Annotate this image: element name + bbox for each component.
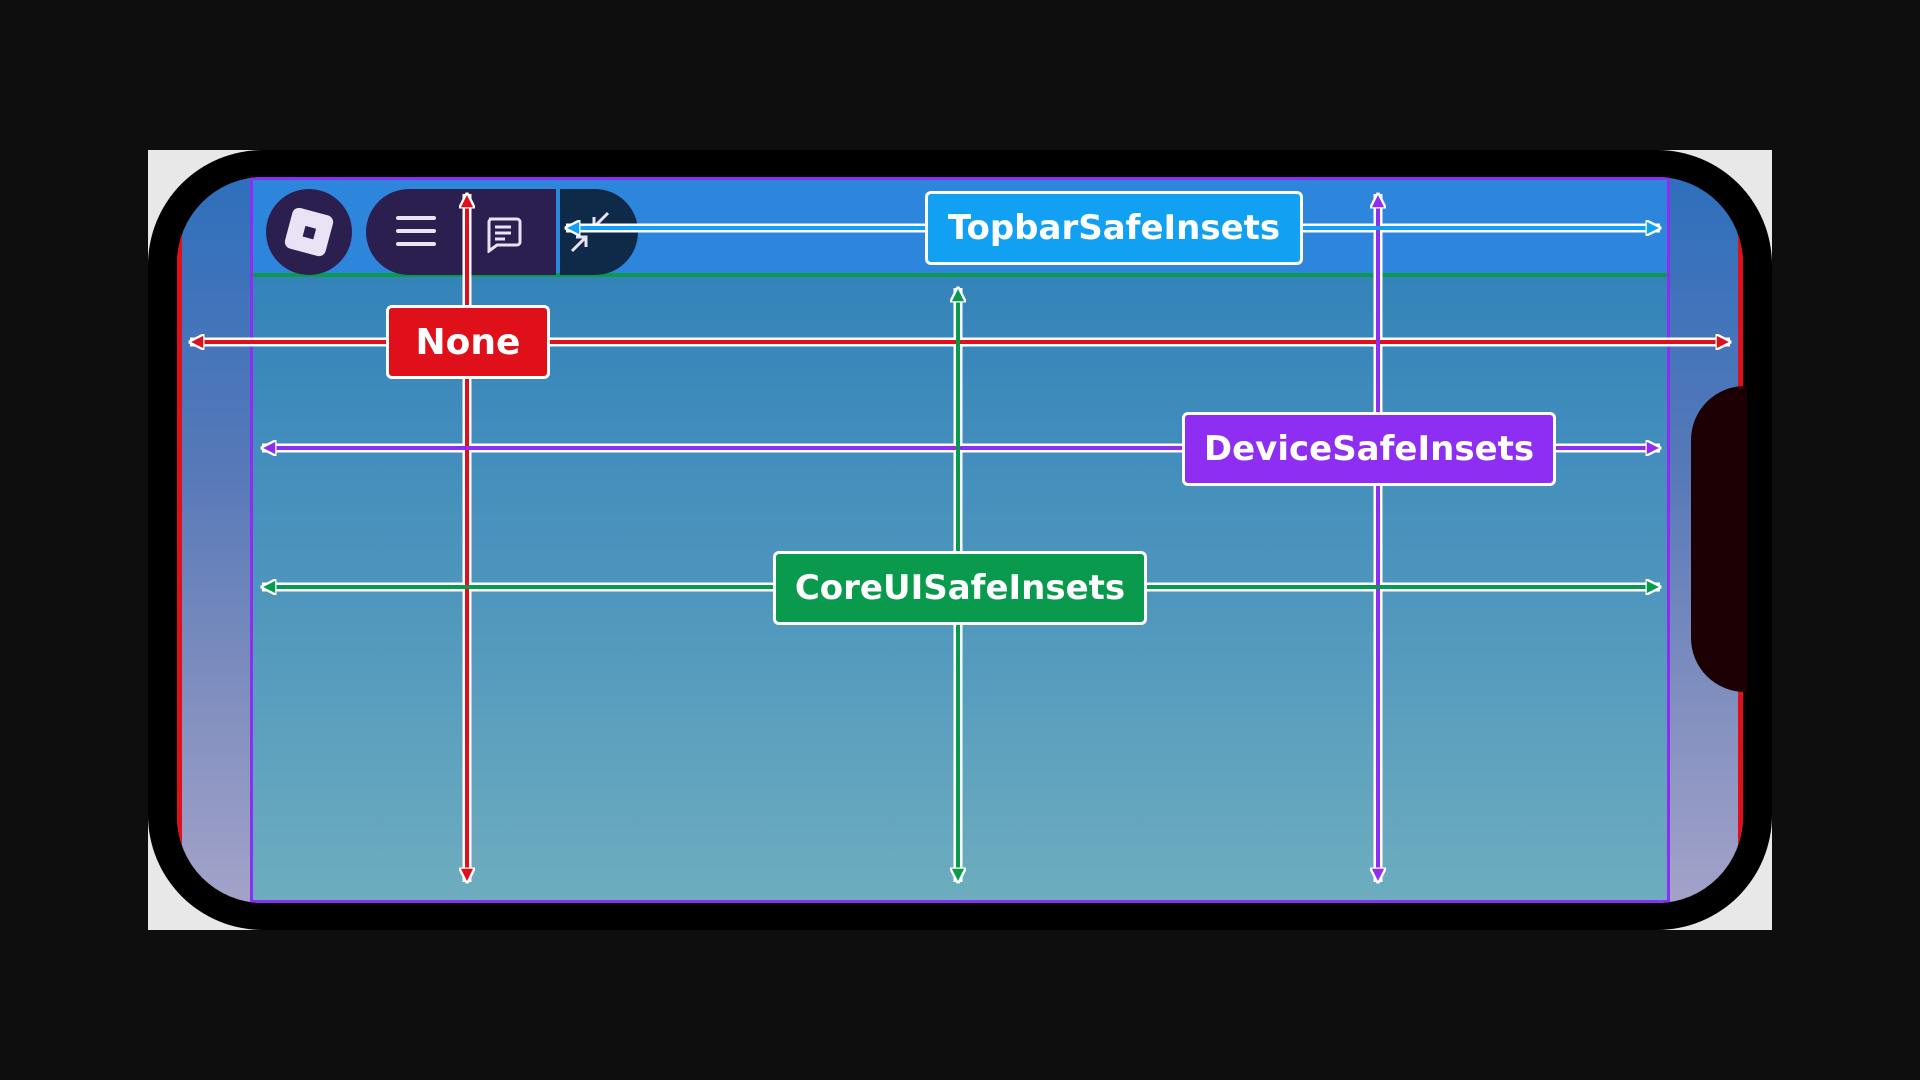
- screen-left-edge: [177, 177, 182, 903]
- device-safe-insets-label: DeviceSafeInsets: [1182, 412, 1556, 486]
- device-safe-area-outline: [250, 177, 1670, 903]
- coreui-safe-insets-label: CoreUISafeInsets: [773, 551, 1147, 625]
- none-label: None: [386, 305, 550, 379]
- hamburger-menu-icon[interactable]: [396, 216, 436, 246]
- roblox-menu-button[interactable]: [266, 189, 352, 275]
- coreui-top-boundary: [250, 273, 1670, 277]
- chat-icon[interactable]: [483, 213, 523, 253]
- topbar-safe-insets-label: TopbarSafeInsets: [925, 191, 1303, 265]
- camera-notch: [1691, 386, 1747, 692]
